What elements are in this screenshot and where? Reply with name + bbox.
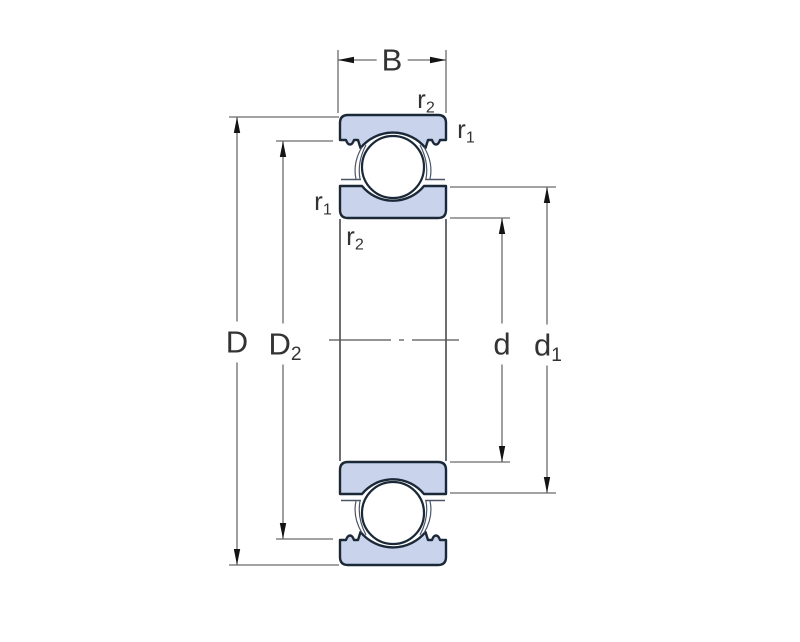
inner-ring-section bbox=[338, 184, 448, 220]
arrow-D2-down bbox=[279, 523, 287, 539]
cage-section bbox=[341, 144, 445, 181]
arrow-D-down bbox=[233, 549, 241, 565]
label-r1-top-text: r bbox=[457, 114, 466, 144]
label-r1-side-text: r bbox=[314, 186, 323, 216]
outer-ring-section bbox=[338, 113, 448, 150]
label-B-text: B bbox=[381, 42, 403, 78]
label-D: D bbox=[220, 321, 254, 363]
arrow-d-down bbox=[498, 446, 506, 462]
label-r2-top-text: r bbox=[417, 84, 426, 114]
label-d-text: d bbox=[493, 326, 511, 362]
label-r1-side: r1 bbox=[314, 186, 332, 219]
label-r1-top: r1 bbox=[457, 114, 475, 147]
label-d1: d1 bbox=[529, 324, 567, 366]
arrow-d1-down bbox=[543, 477, 551, 493]
arrow-D2-up bbox=[279, 141, 287, 157]
label-B: B bbox=[376, 39, 408, 81]
arrow-d1-up bbox=[543, 187, 551, 203]
label-D2-text: D bbox=[268, 326, 291, 362]
arrow-D-up bbox=[233, 117, 241, 133]
cage-hatch-right bbox=[419, 144, 428, 180]
label-D-text: D bbox=[225, 324, 249, 360]
label-r2-side: r2 bbox=[346, 221, 364, 254]
label-d: d bbox=[488, 323, 516, 365]
cage-hatch-right-2 bbox=[423, 146, 432, 180]
label-r2-side-text: r bbox=[346, 221, 355, 251]
bearing-ball bbox=[360, 134, 426, 200]
bearing-section-top bbox=[338, 113, 448, 220]
label-D2: D2 bbox=[263, 323, 307, 365]
dimension-arrows bbox=[233, 56, 551, 565]
arrow-B-right bbox=[430, 56, 446, 64]
bearing-section-bottom bbox=[338, 460, 448, 567]
cage-hatch-left bbox=[358, 144, 367, 180]
arrow-d-up bbox=[498, 218, 506, 234]
label-r2-top: r2 bbox=[417, 84, 435, 117]
cage-hatch-left-2 bbox=[354, 146, 363, 180]
label-d1-text: d bbox=[534, 327, 552, 363]
arrow-B-left bbox=[338, 56, 354, 64]
